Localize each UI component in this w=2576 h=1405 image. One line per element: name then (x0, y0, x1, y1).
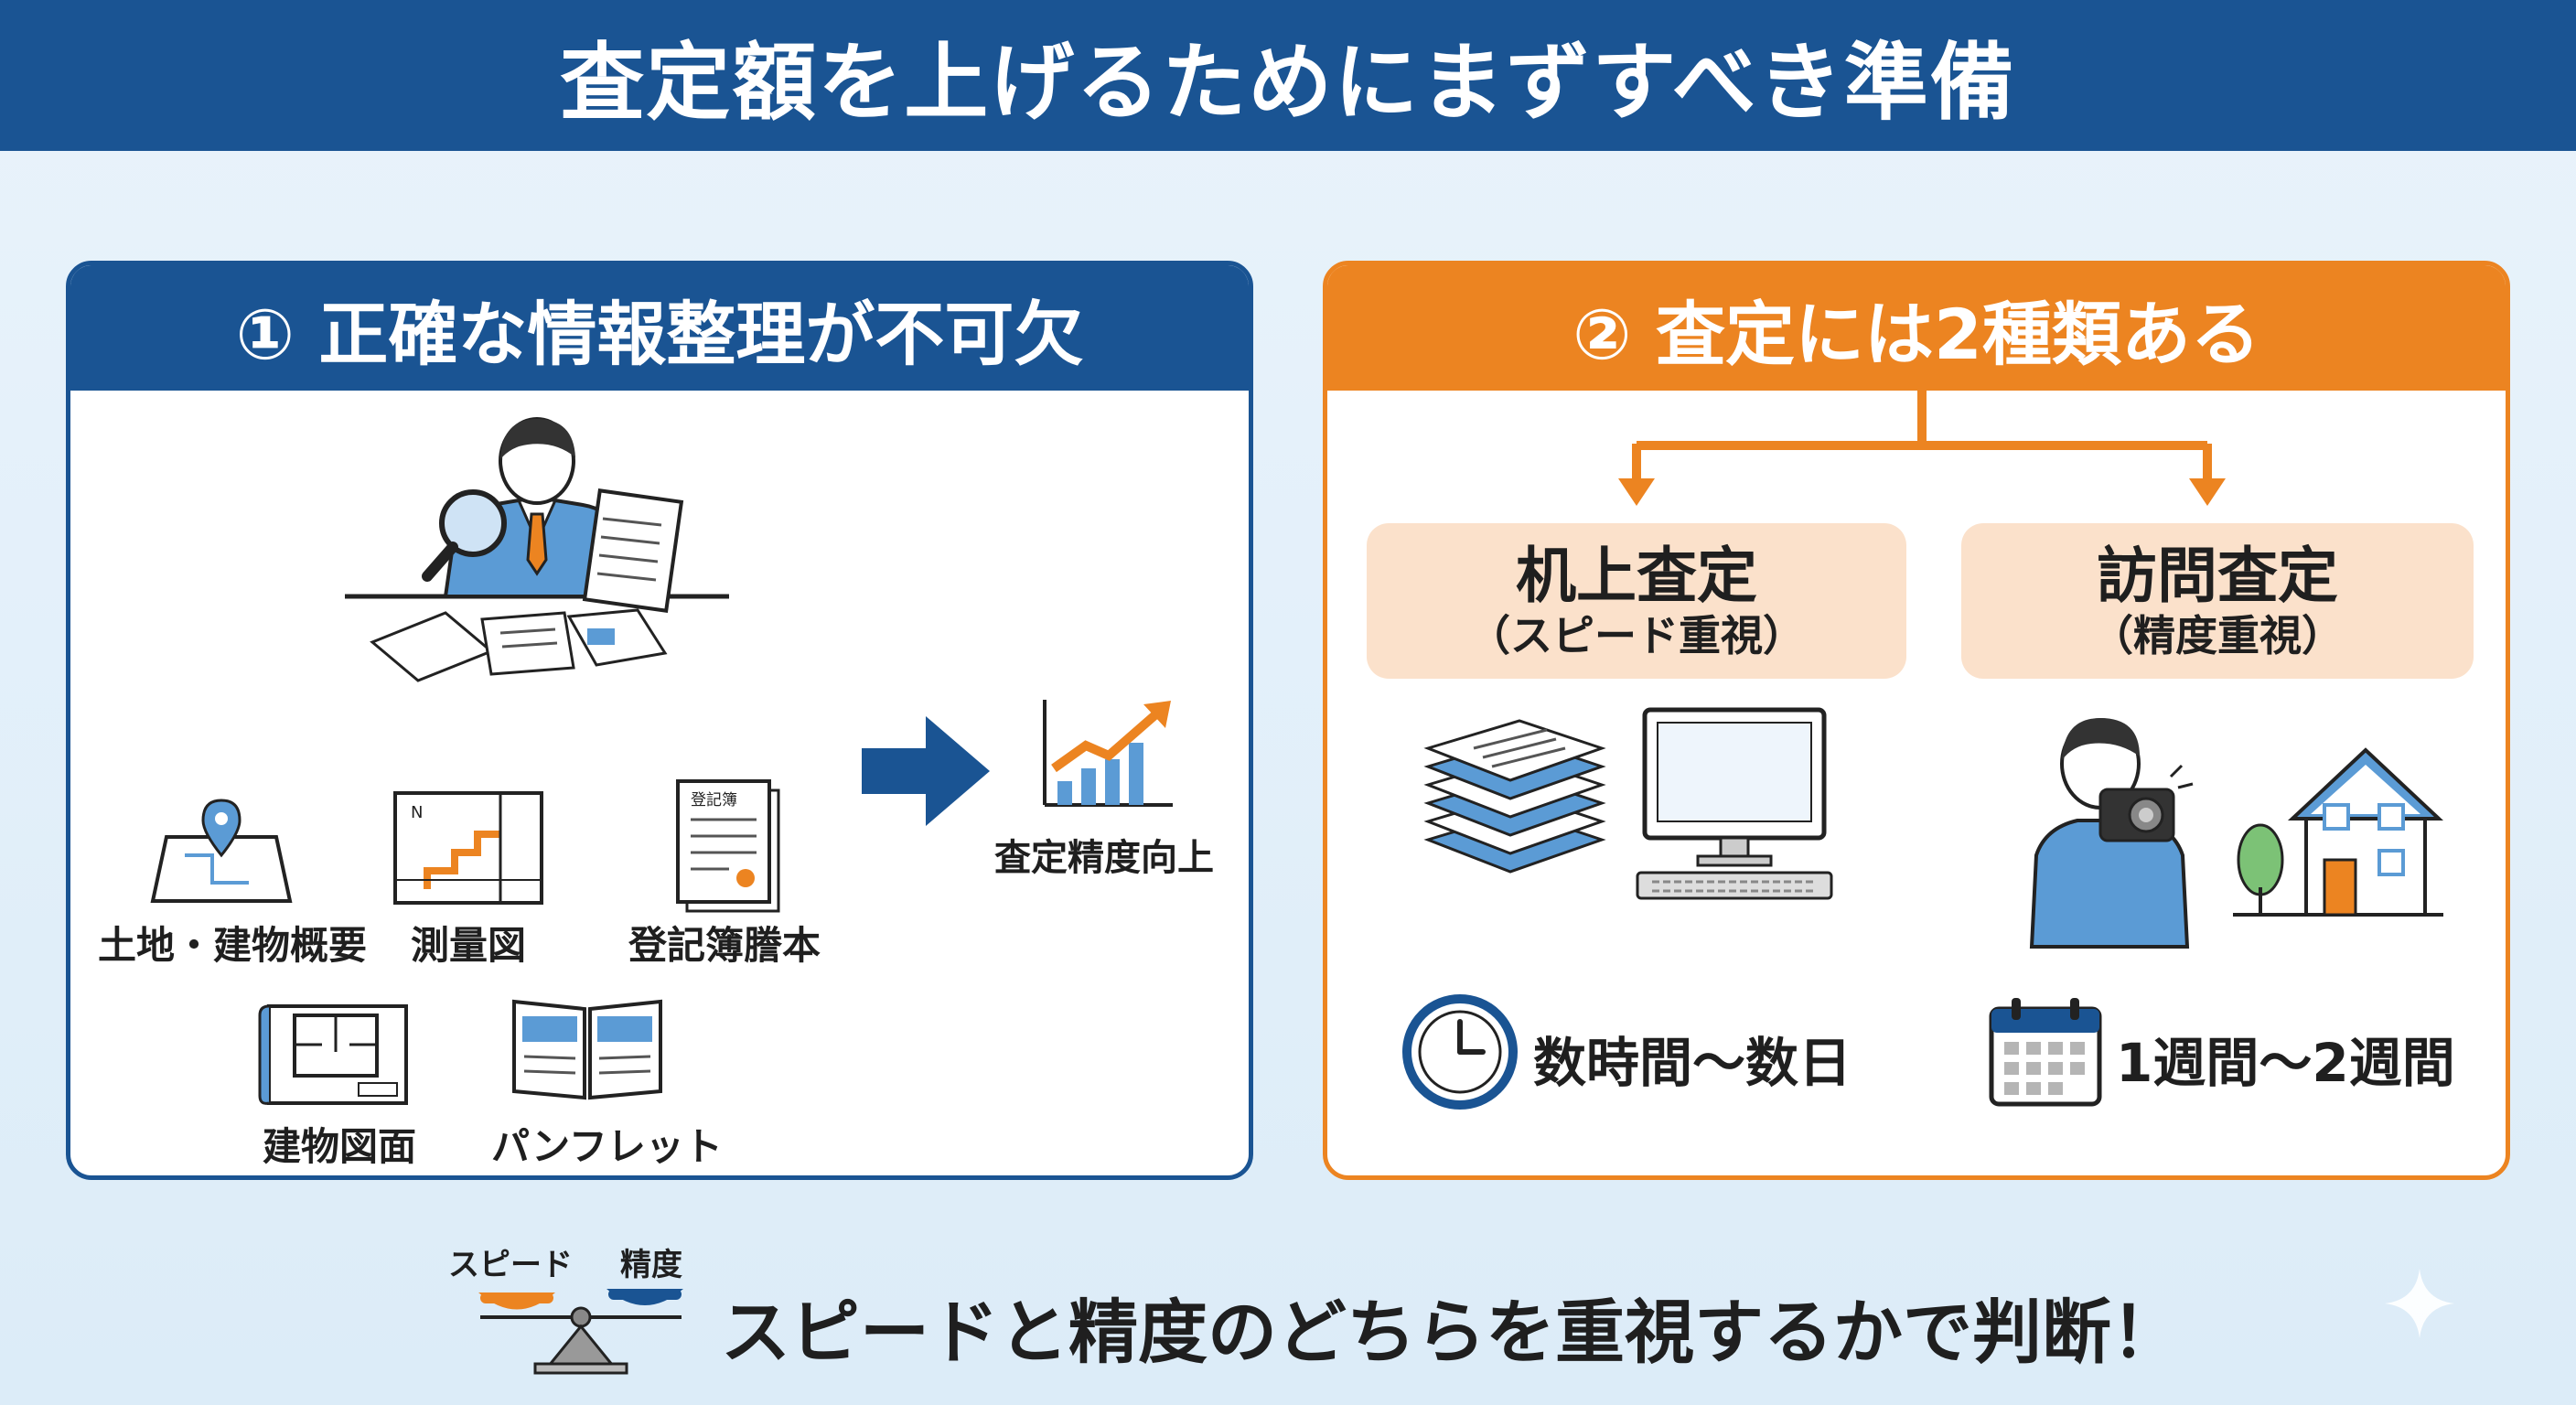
svg-text:N: N (411, 803, 423, 822)
panel2-title: ② 査定には2種類ある (1327, 265, 2506, 391)
registry-stamp-text: 登記簿 (691, 791, 737, 810)
doc-label-registry: 登記簿謄本 (628, 923, 821, 968)
doc-label-land: 土地・建物概要 (98, 923, 368, 968)
arrow-right-icon (862, 716, 990, 826)
info-organization-panel: ① 正確な情報整理が不可欠 土地・建物概要 N 測量図 (66, 261, 1253, 1180)
scale-label-precision: 精度 (620, 1247, 682, 1283)
land-map-icon (150, 799, 293, 903)
survey-map-icon: N (393, 791, 543, 905)
photographer-icon (2029, 718, 2194, 949)
doc-label-pamphlet: パンフレット (491, 1124, 723, 1169)
panel1-title: ① 正確な情報整理が不可欠 (70, 265, 1249, 391)
page-title: 査定額を上げるためにまずすべき準備 (560, 34, 2016, 132)
visit-duration: 1週間〜2週間 (2116, 1032, 2455, 1094)
floor-plan-icon (258, 1004, 408, 1105)
balance-scale-icon (478, 1289, 683, 1375)
house-icon (2233, 747, 2443, 917)
desk-duration: 数時間〜数日 (1533, 1032, 1852, 1094)
visit-assessment-subtitle: （精度重視） (2091, 611, 2344, 660)
assessment-types-panel: ② 査定には2種類ある 机上査定 （スピード重視） 訪問査定 （精度重視） (1323, 261, 2510, 1180)
calendar-icon (1989, 998, 2102, 1107)
branch-connector (1618, 391, 2226, 506)
doc-label-survey: 測量図 (411, 923, 527, 968)
result-label: 査定精度向上 (994, 837, 1214, 879)
sparkle-icon (2385, 1269, 2454, 1338)
desk-assessment-title: 机上査定 (1516, 541, 1757, 611)
doc-label-floor-plan: 建物図面 (263, 1124, 417, 1169)
inspector-person-icon (345, 417, 729, 682)
desk-assessment-subtitle: （スピード重視） (1468, 611, 1805, 660)
scale-label-speed: スピード (448, 1247, 573, 1283)
pamphlet-icon (512, 999, 662, 1100)
page-header: 査定額を上げるためにまずすべき準備 (0, 0, 2576, 151)
footer-message: スピードと精度のどちらを重視するかで判断！ (721, 1292, 2181, 1373)
visit-assessment-title: 訪問査定 (2097, 541, 2338, 611)
clock-icon (1402, 994, 1518, 1110)
computer-icon (1636, 707, 1833, 900)
visit-assessment-box: 訪問査定 （精度重視） (1961, 523, 2474, 679)
desk-assessment-box: 机上査定 （スピード重視） (1367, 523, 1906, 679)
growth-chart-icon (1043, 700, 1173, 807)
registry-document-icon: 登記簿 (674, 778, 784, 915)
document-stack-icon (1423, 719, 1606, 874)
